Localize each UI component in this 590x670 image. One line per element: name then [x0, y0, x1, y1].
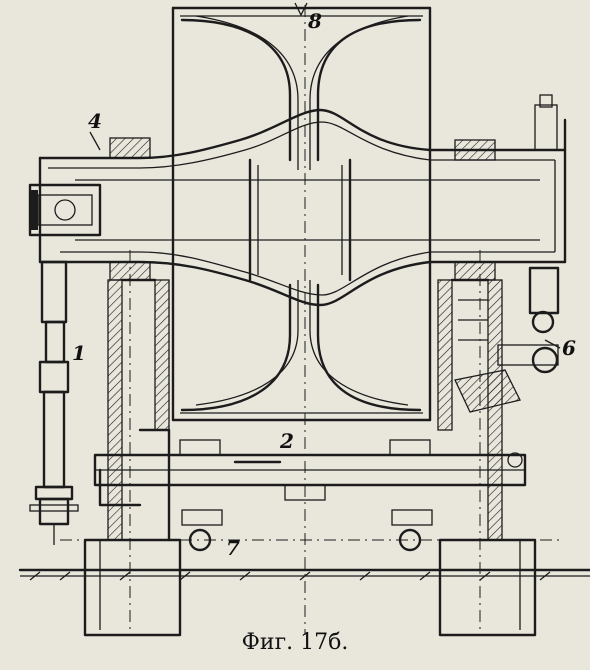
vertical-shaft: [29, 260, 79, 545]
label-8: 8: [307, 9, 322, 33]
horizontal-pipe: [38, 108, 567, 307]
figure-caption: Фиг. 17б.: [241, 630, 349, 655]
stand-left: [107, 278, 171, 542]
label-6: 6: [562, 336, 576, 360]
coupling-left: [28, 183, 102, 237]
label-7: 7: [226, 536, 240, 560]
ground: [18, 568, 590, 581]
label-2: 2: [279, 429, 294, 453]
rotor-drum: [171, 2, 432, 422]
centre-lines: [60, 5, 560, 635]
label-4: 4: [88, 109, 102, 133]
base-frame: [93, 439, 527, 507]
foundation-left: [83, 538, 182, 637]
rollers: [181, 509, 433, 552]
foundation-right: [438, 538, 537, 637]
brake-mechanism: [454, 266, 560, 413]
label-1: 1: [72, 341, 86, 365]
